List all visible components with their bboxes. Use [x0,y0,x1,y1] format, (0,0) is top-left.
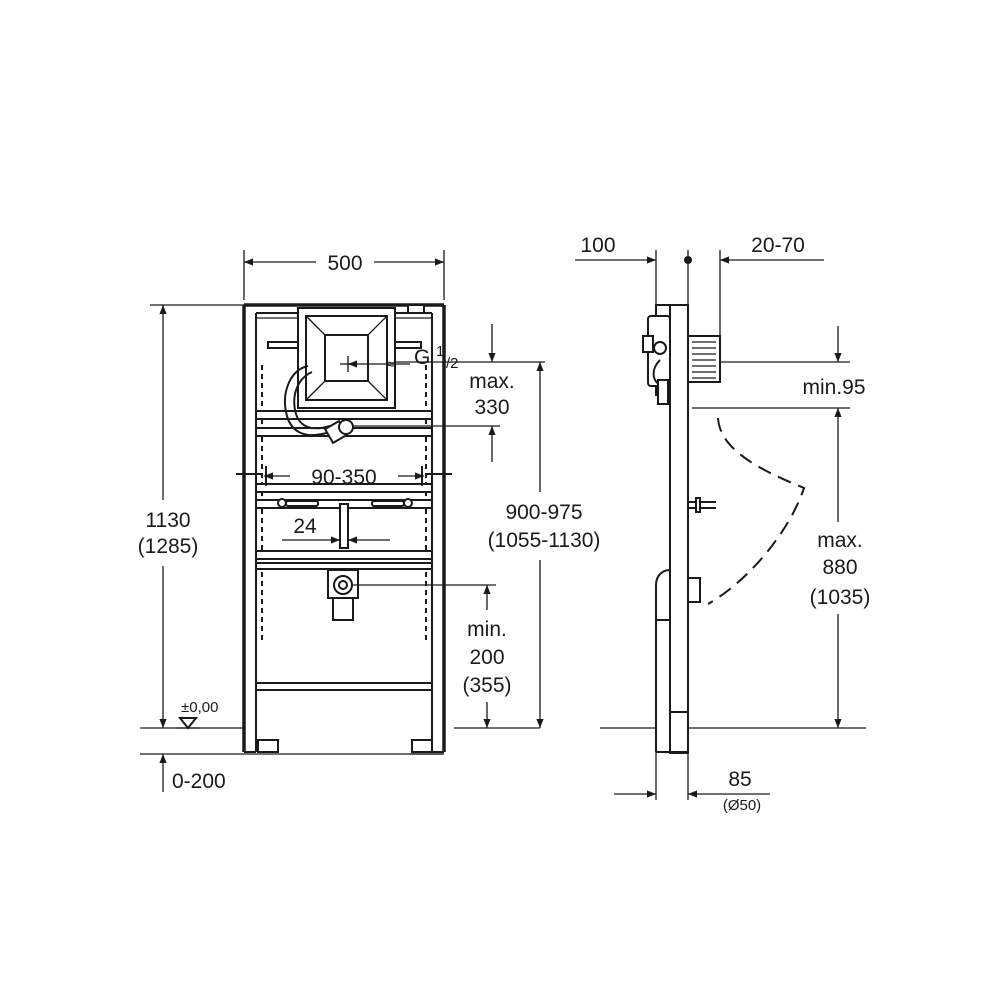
dim-width: 500 [243,250,445,300]
dim-height: 1130 (1285) [138,304,244,729]
offset-label: 24 [293,515,317,538]
min-95-label: min.95 [802,376,865,399]
max-880-line2: 880 [822,556,857,579]
max-880-line1: max. [817,529,863,552]
drain-min-line2: 200 [469,646,504,669]
drain-outlet [327,569,359,621]
max-880-line3: (1035) [810,586,871,609]
mounting-bolt [688,497,716,513]
dim-floor-adjust: 0-200 [159,754,226,793]
spacer-label: 20-70 [751,234,805,257]
thread-sup-label: 1 [436,343,444,360]
flush-valve-box [297,307,396,409]
dim-drain-min: min. 200 (355) [352,584,512,728]
dim-min-95: min.95 [692,326,866,409]
pipe-dia-label: (Ø50) [723,797,761,814]
dim-inlet-height: 900-975 (1055-1130) [488,362,601,728]
urinal-outline [707,417,806,605]
dim-max-330: max. 330 [352,324,545,462]
side-view: 100 20-70 min.95 max. 880 (1035) [575,234,870,814]
dim-spacer: 20-70 [719,234,824,336]
max-330-line1: max. [469,370,515,393]
max-330-line2: 330 [474,396,509,419]
dim-depth-100: 100 [575,234,692,305]
dim-spacing: 90-350 [264,466,424,489]
dim-pipe: 85 (Ø50) [614,752,770,814]
side-drain [655,568,701,753]
thread-g-label: G [414,346,430,369]
side-frame [642,304,689,754]
zero-level: ±0,00 [176,699,218,730]
spacer-block [687,335,721,383]
dim-offset-24: 24 [282,515,390,544]
floor-adjust-label: 0-200 [172,770,226,793]
depth-label: 100 [580,234,615,257]
inlet-height-label: 900-975 [505,501,582,524]
supply-hose [284,365,354,445]
inlet-height-alt-label: (1055-1130) [488,529,601,552]
dim-height-label: 1130 [145,509,190,532]
dim-max-880: max. 880 (1035) [810,408,871,728]
thread-sub-label: /2 [446,355,459,372]
front-view: 500 1130 (1285) ±0,00 0-200 [138,250,601,793]
crossbars [255,410,433,570]
frame-outline [242,303,446,753]
wave-icon: ≈ [386,356,394,373]
drain-min-line3: (355) [462,674,511,697]
pipe-dist-label: 85 [728,768,751,791]
floor-lines [140,727,540,755]
thread-callout: ≈ G 1 /2 [348,343,459,373]
drain-min-line1: min. [467,618,507,641]
dim-height-alt-label: (1285) [138,535,199,558]
zero-level-label: ±0,00 [181,699,218,716]
spacing-label: 90-350 [311,466,376,489]
dim-width-label: 500 [327,252,362,275]
